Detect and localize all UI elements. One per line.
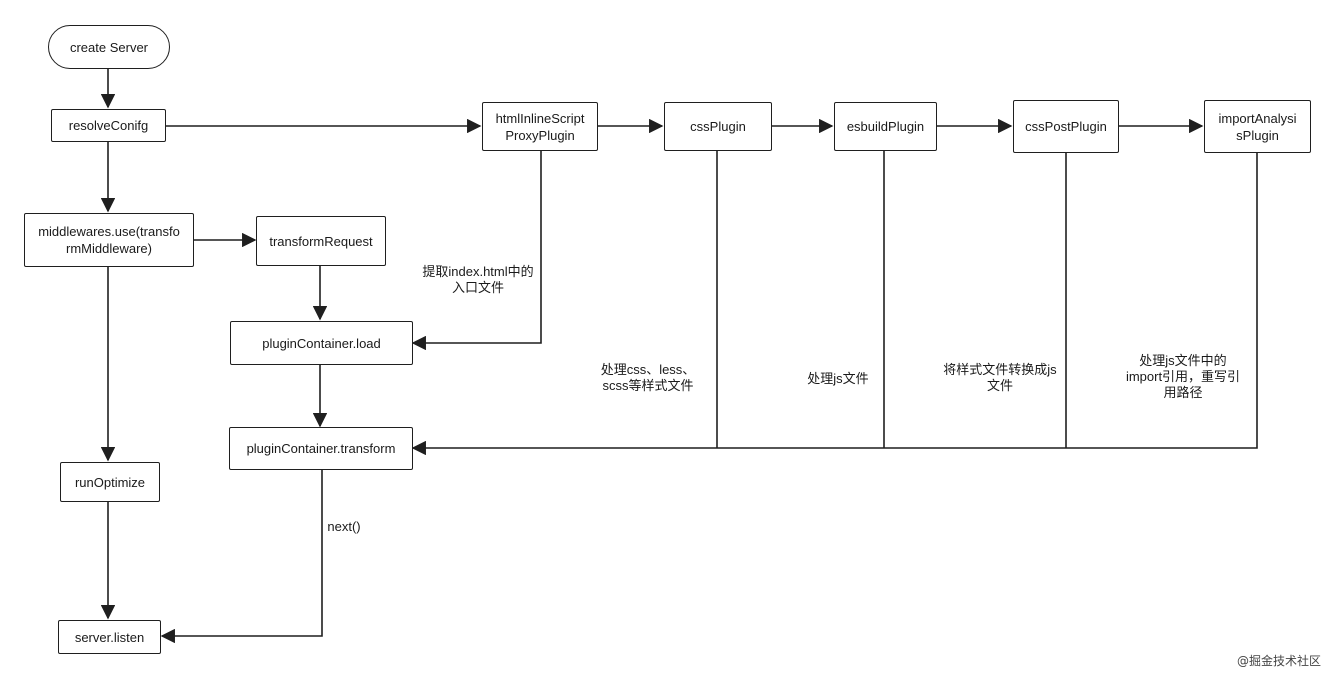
css-post-note: 将样式文件转换成js 文件: [943, 362, 1057, 393]
esbuild-plugin-node: esbuildPlugin: [834, 102, 937, 151]
esbuild-note: 处理js文件: [807, 371, 869, 386]
edge-transform-to-listen: [160, 470, 323, 644]
import-analysis-plugin-node: importAnalysi sPlugin: [1204, 100, 1311, 153]
edge-importanalysis-to-transform: [411, 153, 1258, 456]
css-plugin-node: cssPlugin: [664, 102, 772, 151]
run-optimize-node: runOptimize: [60, 462, 160, 502]
server-listen-node: server.listen: [58, 620, 161, 654]
edge-htmlinline-to-load: [411, 151, 542, 351]
import-analysis-note: 处理js文件中的 import引用，重写引 用路径: [1125, 353, 1241, 400]
resolve-config-node: resolveConifg: [51, 109, 166, 142]
transform-request-node: transformRequest: [256, 216, 386, 266]
html-inline-script-proxy-plugin-node: htmlInlineScript ProxyPlugin: [482, 102, 598, 151]
middlewares-use-node: middlewares.use(transfo rmMiddleware): [24, 213, 194, 267]
create-server-node: create Server: [48, 25, 170, 69]
plugin-container-load-node: pluginContainer.load: [230, 321, 413, 365]
css-post-plugin-node: cssPostPlugin: [1013, 100, 1119, 153]
watermark: @掘金技术社区: [1236, 654, 1321, 668]
next-label: next(): [327, 519, 361, 534]
plugin-container-transform-node: pluginContainer.transform: [229, 427, 413, 470]
html-inline-note: 提取index.html中的 入口文件: [422, 264, 534, 295]
css-plugin-note: 处理css、less、 scss等样式文件: [600, 362, 696, 393]
